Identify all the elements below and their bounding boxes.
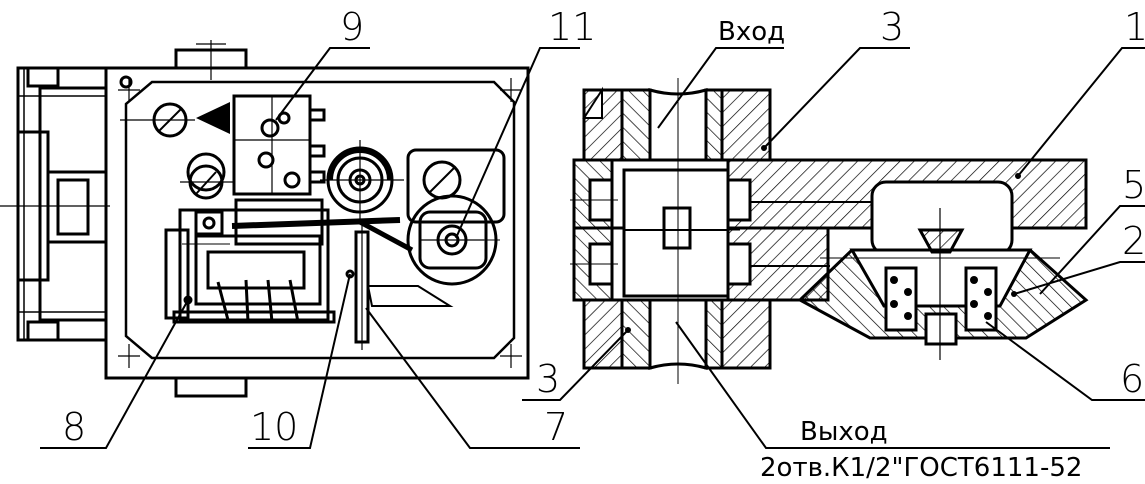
callout-1: 1 — [1124, 5, 1145, 49]
outlet-label: Выход — [800, 417, 888, 447]
callout-3-bottom: 3 — [536, 357, 560, 401]
leader-lines — [40, 47, 1145, 449]
callout-3-top: 3 — [880, 5, 904, 49]
thread-note: 2отв.К1/2"ГОСТ6111-52 — [760, 453, 1082, 483]
callout-labels: 9 11 Вход 3 1 5 2 6 3 Выход 2отв.К1/2"ГО… — [62, 5, 1145, 483]
callout-7: 7 — [544, 405, 568, 449]
callout-9: 9 — [340, 5, 364, 49]
callout-11: 11 — [548, 5, 596, 49]
callout-6: 6 — [1120, 357, 1144, 401]
callout-10: 10 — [250, 405, 298, 449]
inlet-label: Вход — [718, 17, 785, 47]
callout-5: 5 — [1122, 163, 1145, 207]
callout-2: 2 — [1122, 219, 1145, 263]
callout-8: 8 — [62, 405, 86, 449]
section-view — [570, 78, 1089, 384]
plan-view — [0, 40, 530, 398]
